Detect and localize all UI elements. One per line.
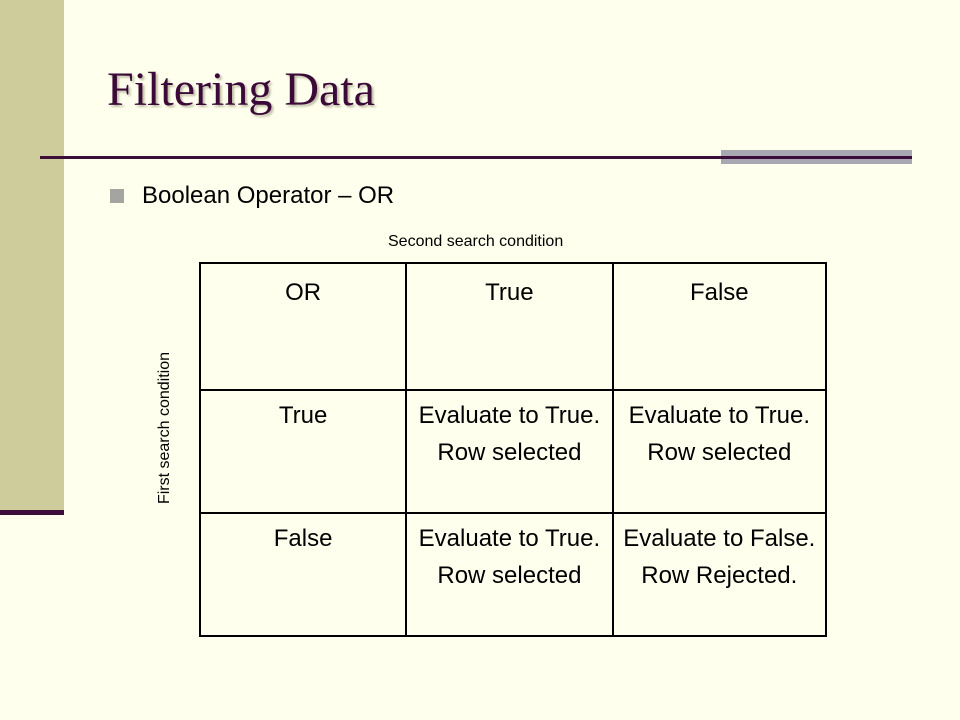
row-axis-label: First search condition [156,351,173,505]
left-decorative-bar [0,0,64,510]
or-truth-table: OR True False True Evaluate to True. Row… [198,262,828,637]
table-cell: Evaluate to False. Row Rejected. [611,512,828,637]
table-cell: Evaluate to True. Row selected [611,389,828,514]
table-cell: False [198,512,408,637]
title-divider [40,156,912,159]
left-bar-underline [0,510,64,515]
bullet-item: Boolean Operator – OR [110,182,394,210]
square-bullet-icon [110,189,124,203]
table-header-row: OR True False [198,262,828,391]
table-cell: Evaluate to True. Row selected [405,389,614,514]
title-divider-accent-line [721,156,912,159]
table-row: True Evaluate to True. Row selected Eval… [198,389,828,514]
column-axis-label: Second search condition [388,233,564,250]
table-cell: True [198,389,408,514]
bullet-text: Boolean Operator – OR [142,182,395,209]
slide-title: Filtering Data [107,63,375,116]
table-row: False Evaluate to True. Row selected Eva… [198,512,828,637]
table-cell: False [611,262,828,391]
table-cell: Evaluate to True. Row selected [405,512,614,637]
table-cell: OR [198,262,408,391]
table-cell: True [405,262,614,391]
